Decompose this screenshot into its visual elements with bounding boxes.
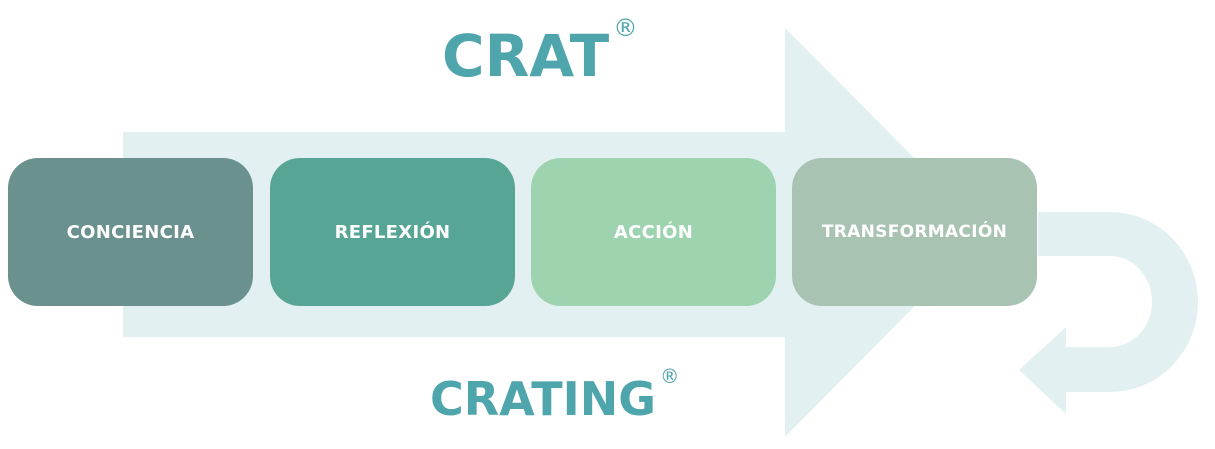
crating-title: CRATING® [430, 365, 679, 426]
crat-title: CRAT® [442, 13, 638, 90]
step-label: ACCIÓN [613, 221, 694, 243]
step-transformacion: TRANSFORMACIÓN [792, 158, 1037, 306]
step-accion: ACCIÓN [531, 158, 776, 306]
crating-text: CRATING [430, 372, 656, 426]
step-label: CONCIENCIA [66, 221, 195, 243]
registered-mark: ® [613, 13, 638, 43]
step-reflexion: REFLEXIÓN [270, 158, 515, 306]
step-conciencia: CONCIENCIA [8, 158, 253, 306]
return-arrow [1019, 212, 1198, 414]
step-label: REFLEXIÓN [334, 221, 451, 243]
step-label: TRANSFORMACIÓN [821, 222, 1008, 242]
registered-mark: ® [659, 365, 680, 389]
crat-text: CRAT [442, 22, 610, 90]
